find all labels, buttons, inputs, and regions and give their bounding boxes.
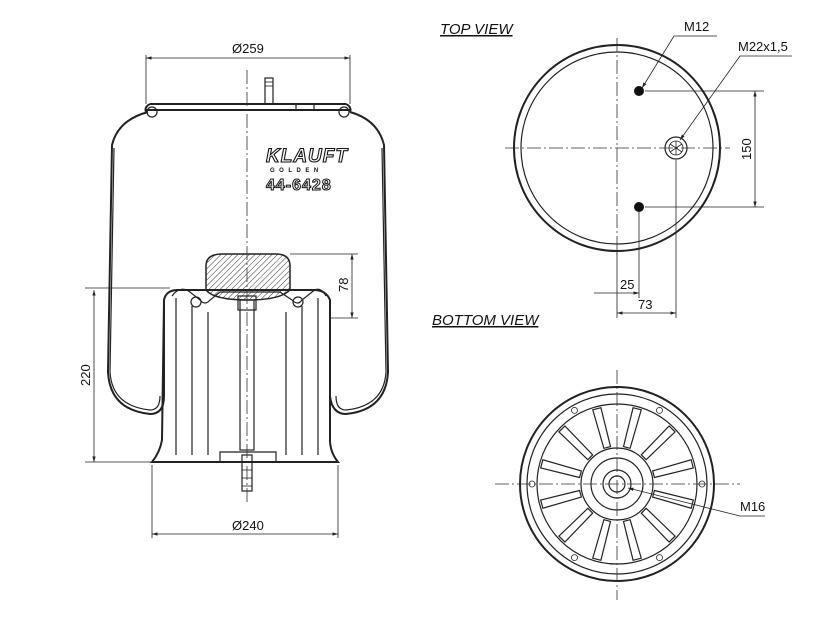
bottom-bolt-hole — [656, 406, 663, 414]
bottom-rib — [622, 518, 642, 562]
top-view-label: TOP VIEW — [440, 21, 514, 38]
part-number: 44-6428 — [266, 177, 332, 194]
bottom-bolt-hole — [528, 480, 536, 488]
bottom-rib — [651, 459, 695, 479]
dim-height: 220 — [78, 364, 93, 386]
bottom-bolt-hole — [656, 554, 663, 562]
bottom-bolt-hole — [571, 554, 578, 562]
bottom-rib — [539, 459, 583, 479]
bottom-rib — [640, 425, 676, 461]
dim-piston-height: 78 — [336, 278, 351, 292]
dim-bottom-diameter: Ø240 — [232, 518, 264, 533]
dim-offset-small: 25 — [620, 277, 634, 292]
bottom-rib — [539, 489, 583, 509]
callout-bottom-thread: M16 — [740, 499, 765, 514]
callout-air-fitting: M22x1,5 — [738, 39, 788, 54]
bottom-view-label: BOTTOM VIEW — [432, 312, 540, 329]
bottom-ribs — [528, 406, 706, 562]
bottom-rib — [592, 518, 612, 562]
piston-cap — [205, 253, 291, 301]
bottom-rib — [558, 507, 594, 543]
bottom-rib — [622, 406, 642, 450]
brand-logo: KLAUFT — [266, 146, 348, 167]
bottom-rib — [558, 425, 594, 461]
stud-hole-upper — [634, 86, 644, 96]
air-fitting — [664, 136, 688, 160]
dim-top-diameter: Ø259 — [232, 41, 264, 56]
dim-stud-spacing: 150 — [739, 138, 754, 160]
callout-stud: M12 — [684, 19, 709, 34]
bottom-bolt-hole — [571, 406, 578, 414]
bottom-rib — [592, 406, 612, 450]
bottom-rib — [640, 507, 676, 543]
bottom-rib — [651, 489, 695, 509]
stud-hole-lower — [634, 202, 644, 212]
top-stud — [264, 77, 274, 105]
dim-offset-large: 73 — [638, 297, 652, 312]
bellows-outline — [106, 111, 390, 416]
bottom-bolt-hole — [698, 480, 706, 488]
brand-sub: GOLDEN — [270, 168, 323, 174]
bottom-view: BOTTOM VIEW M16 — [432, 312, 765, 600]
top-bead-plate — [144, 103, 352, 113]
piston — [149, 289, 341, 463]
top-view: TOP VIEW M12 M22x1,5 150 25 73 — [440, 19, 792, 318]
side-view: KLAUFT GOLDEN 44-6428 Ø259 Ø240 220 78 — [78, 41, 390, 538]
